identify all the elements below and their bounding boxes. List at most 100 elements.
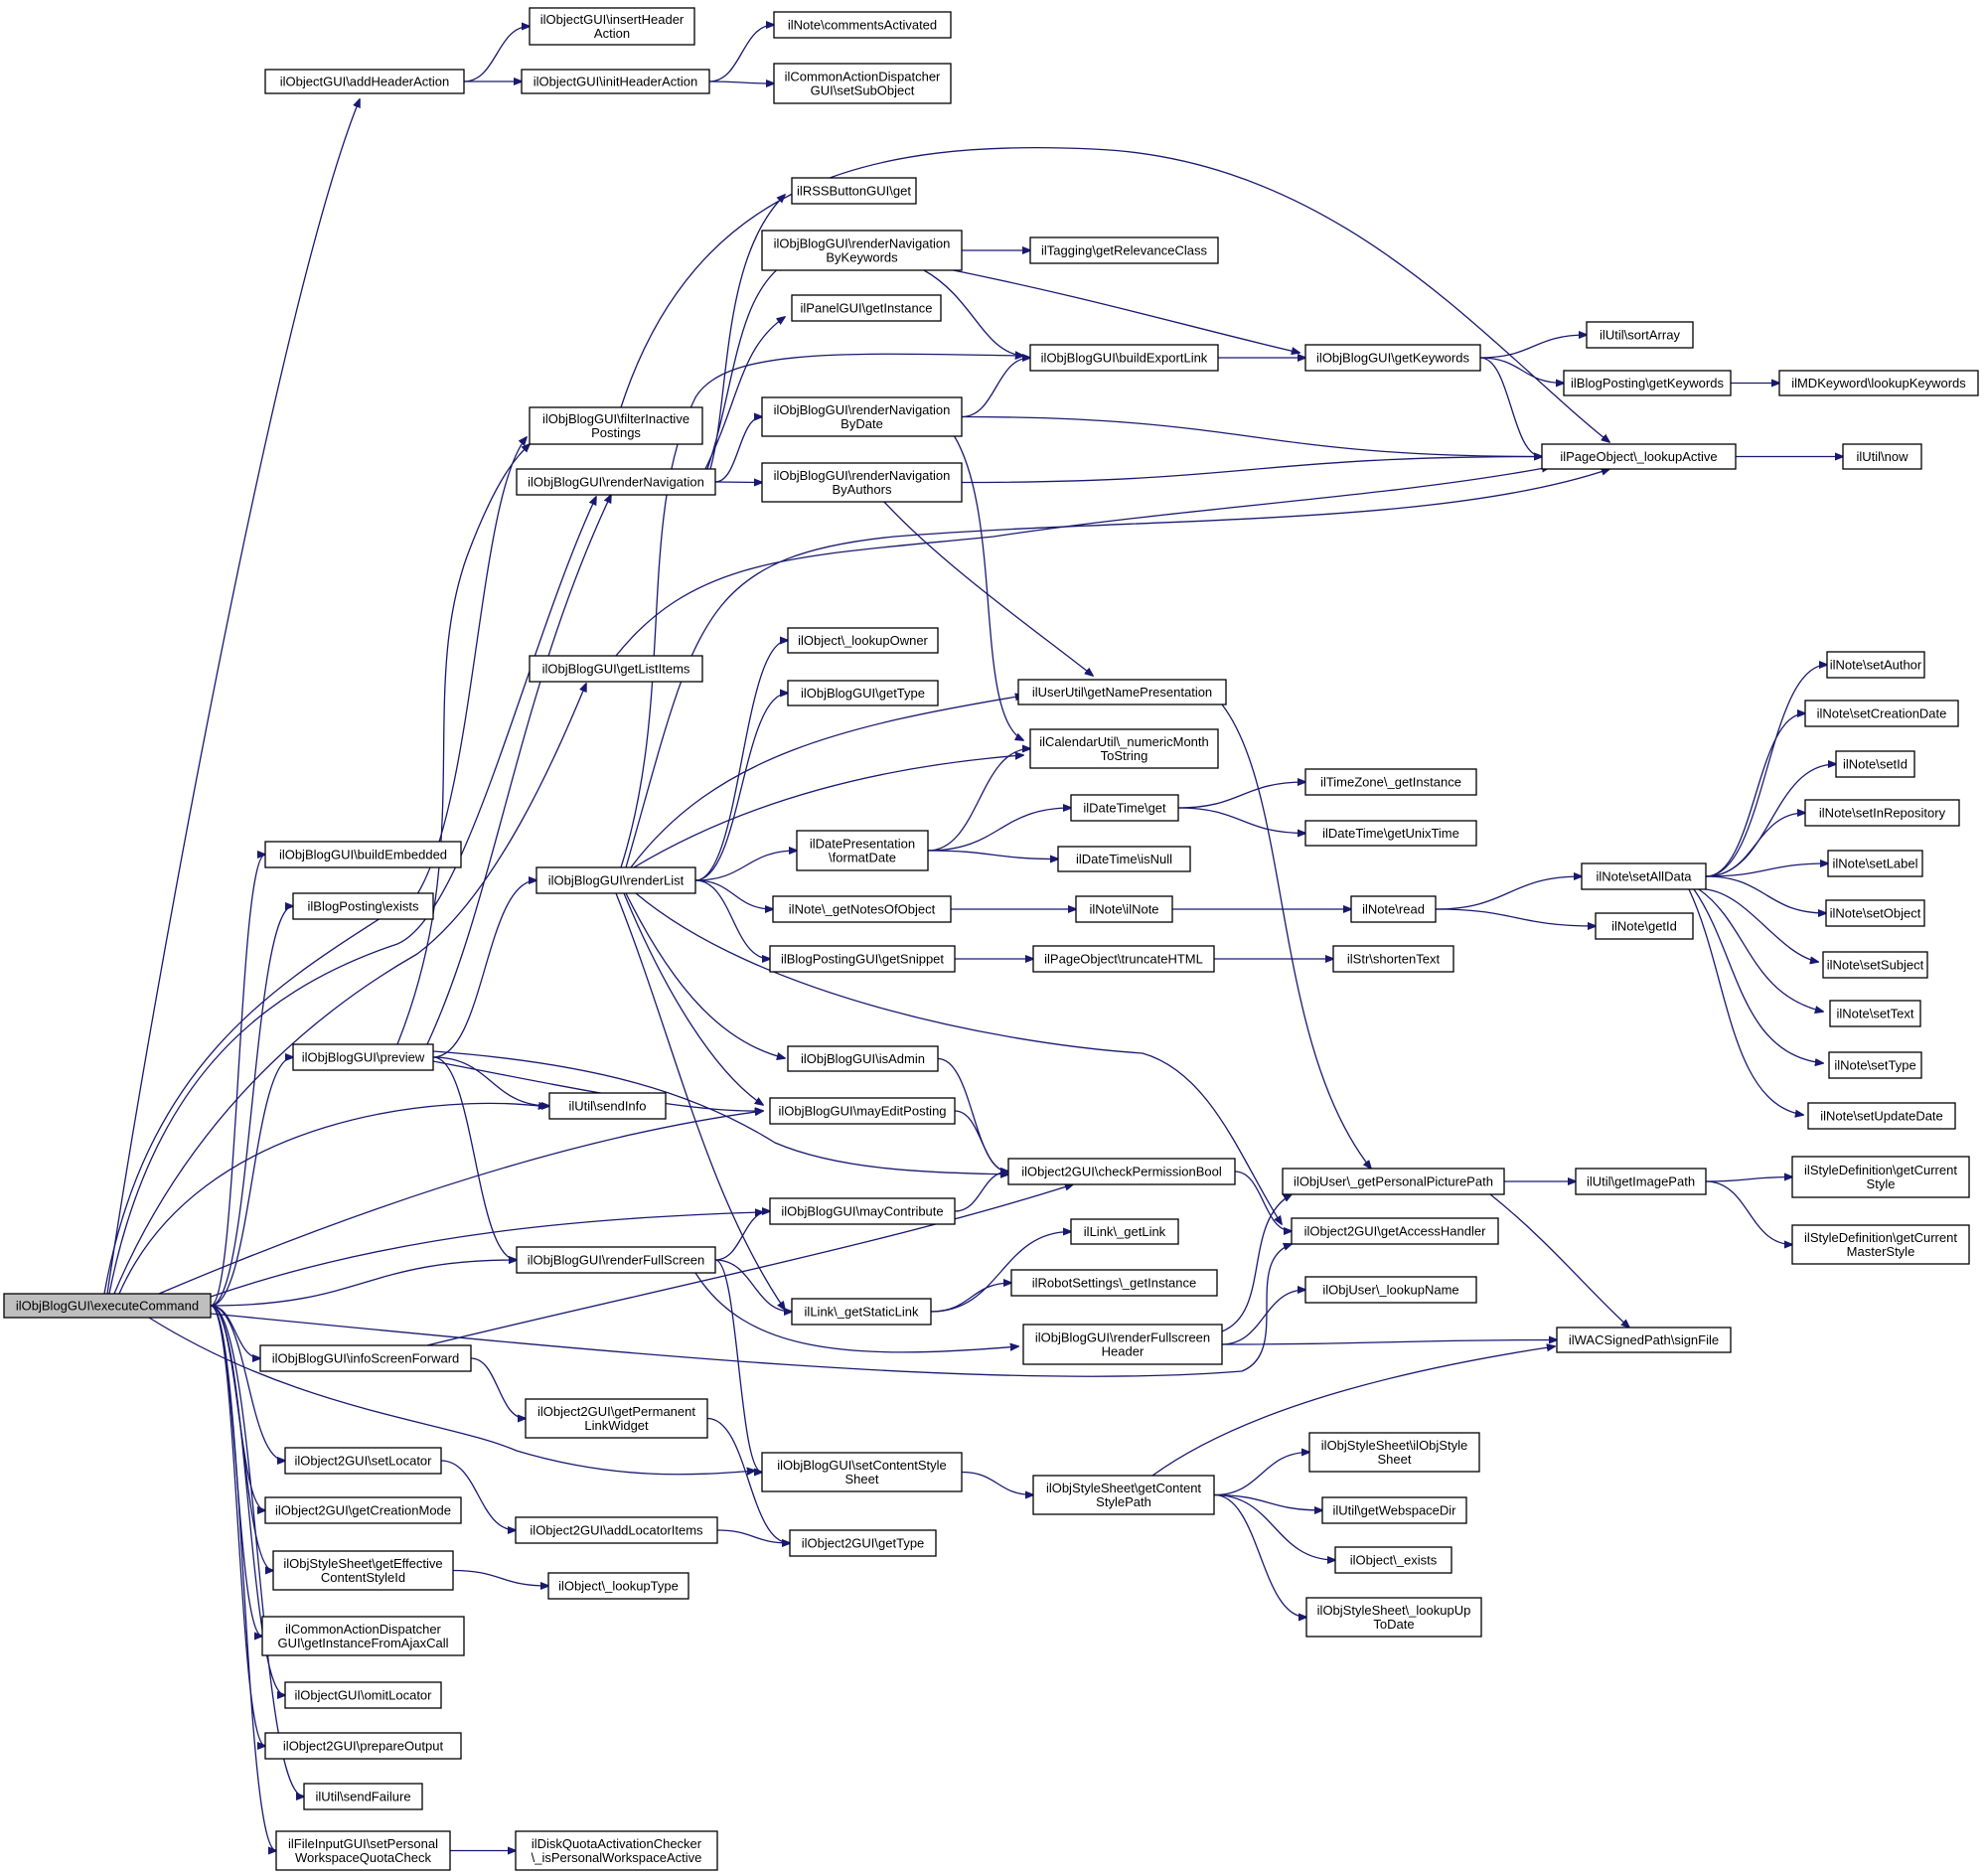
node-label: ilObjBlogGUI\mayEditPosting [778, 1104, 946, 1119]
node-noteRead[interactable]: ilNote\read [1350, 895, 1437, 923]
node-setUpdateDate[interactable]: ilNote\setUpdateDate [1807, 1102, 1956, 1130]
node-getNamePresentation[interactable]: ilUserUtil\getNamePresentation [1017, 679, 1227, 705]
node-getSnippet[interactable]: ilBlogPostingGUI\getSnippet [769, 945, 956, 973]
node-panelGetInstance[interactable]: ilPanelGUI\getInstance [791, 294, 942, 322]
node-getCreationMode[interactable]: ilObject2GUI\getCreationMode [264, 1496, 462, 1524]
node-isNull[interactable]: ilDateTime\isNull [1057, 846, 1191, 872]
node-infoScreenForward[interactable]: ilObjBlogGUI\infoScreenForward [259, 1344, 472, 1372]
node-postingExists[interactable]: ilBlogPosting\exists [292, 892, 434, 920]
node-postingGetKeywords[interactable]: ilBlogPosting\getKeywords [1563, 370, 1732, 396]
node-formatDate[interactable]: ilDatePresentation\formatDate [796, 830, 929, 871]
edge-setAllData-to-setObject [1705, 875, 1826, 913]
node-renderFullScreen[interactable]: ilObjBlogGUI\renderFullScreen [516, 1246, 716, 1274]
edge-executeCommand-to-setLocator [210, 1305, 285, 1461]
node-sendInfo[interactable]: ilUtil\sendInfo [548, 1092, 667, 1120]
node-blogGetKeywords[interactable]: ilObjBlogGUI\getKeywords [1304, 344, 1481, 372]
node-signFile[interactable]: ilWACSignedPath\signFile [1556, 1327, 1732, 1353]
node-rssGet[interactable]: ilRSSButtonGUI\get [791, 177, 917, 205]
node-dtGet[interactable]: ilDateTime\get [1070, 794, 1179, 822]
node-setInRepository[interactable]: ilNote\setInRepository [1804, 799, 1960, 827]
node-sortArray[interactable]: ilUtil\sortArray [1586, 321, 1694, 349]
edge-getListItems-to-lookupActive [615, 467, 1550, 657]
node-label: ilLink\_getStaticLink [805, 1305, 919, 1320]
node-getListItems[interactable]: ilObjBlogGUI\getListItems [529, 655, 703, 683]
node-shortenText[interactable]: ilStr\shortenText [1332, 945, 1454, 973]
node-objectExists[interactable]: ilObject\_exists [1334, 1546, 1452, 1574]
node-utilNow[interactable]: ilUtil\now [1842, 443, 1922, 470]
node-getImagePath[interactable]: ilUtil\getImagePath [1575, 1168, 1707, 1195]
node-buildEmbedded[interactable]: ilObjBlogGUI\buildEmbedded [264, 841, 462, 868]
node-mayEditPosting[interactable]: ilObjBlogGUI\mayEditPosting [769, 1097, 956, 1125]
edge-infoScreenForward-to-permanentLinkWidget [470, 1357, 526, 1419]
node-noteGetId[interactable]: ilNote\getId [1595, 912, 1694, 940]
node-isPersonalWorkspaceActive[interactable]: ilDiskQuotaActivationChecker\_isPersonal… [515, 1830, 718, 1871]
node-setAllData[interactable]: ilNote\setAllData [1581, 862, 1707, 890]
node-setType[interactable]: ilNote\setType [1828, 1051, 1922, 1079]
node-box [1321, 1496, 1467, 1524]
node-lookupActive[interactable]: ilPageObject\_lookupActive [1541, 443, 1737, 470]
node-buildExportLink[interactable]: ilObjBlogGUI\buildExportLink [1029, 344, 1219, 372]
node-renderList[interactable]: ilObjBlogGUI\renderList [535, 866, 696, 894]
node-label: ilNote\getId [1611, 919, 1677, 934]
node-setId[interactable]: ilNote\setId [1835, 750, 1915, 778]
node-ilObjStyleSheetCtor[interactable]: ilObjStyleSheet\ilObjStyleSheet [1308, 1432, 1480, 1473]
node-commentsActivated[interactable]: ilNote\commentsActivated [773, 11, 952, 39]
node-getPersonalPicturePath[interactable]: ilObjUser\_getPersonalPicturePath [1282, 1168, 1505, 1195]
node-getWebspaceDir[interactable]: ilUtil\getWebspaceDir [1321, 1496, 1467, 1524]
node-setSubject[interactable]: ilNote\setSubject [1822, 951, 1928, 979]
node-addLocatorItems[interactable]: ilObject2GUI\addLocatorItems [515, 1516, 718, 1544]
node-getEffectiveContentStyleId[interactable]: ilObjStyleSheet\getEffectiveContentStyle… [272, 1550, 454, 1591]
node-setText[interactable]: ilNote\setText [1829, 1000, 1921, 1027]
node-setCreationDate[interactable]: ilNote\setCreationDate [1804, 700, 1959, 727]
node-setLabel[interactable]: ilNote\setLabel [1827, 850, 1923, 877]
node-getRelevanceClass[interactable]: ilTagging\getRelevanceClass [1029, 236, 1219, 264]
node-lookupOwner[interactable]: ilObject\_lookupOwner [787, 627, 939, 654]
node-ilNoteCtor[interactable]: ilNote\ilNote [1075, 895, 1173, 923]
node-getLink[interactable]: ilLink\_getLink [1070, 1218, 1179, 1245]
node-tzGetInstance[interactable]: ilTimeZone\_getInstance [1304, 768, 1477, 796]
node-checkPermissionBool[interactable]: ilObject2GUI\checkPermissionBool [1007, 1158, 1236, 1185]
node-sendFailure[interactable]: ilUtil\sendFailure [303, 1783, 423, 1810]
node-omitLocator[interactable]: ilObjectGUI\omitLocator [284, 1681, 442, 1709]
node-initHeaderAction[interactable]: ilObjectGUI\initHeaderAction [521, 69, 710, 94]
node-mayContribute[interactable]: ilObjBlogGUI\mayContribute [769, 1197, 956, 1225]
node-setObject[interactable]: ilNote\setObject [1825, 899, 1925, 927]
node-prepareOutput[interactable]: ilObject2GUI\prepareOutput [264, 1732, 462, 1760]
node-label: ilUtil\sendFailure [315, 1790, 410, 1804]
node-getStaticLink[interactable]: ilLink\_getStaticLink [791, 1298, 932, 1326]
node-box [547, 1572, 689, 1600]
node-getAccessHandler[interactable]: ilObject2GUI\getAccessHandler [1291, 1217, 1499, 1245]
node-getNotesOfObject[interactable]: ilNote\_getNotesOfObject [772, 895, 952, 923]
node-getInstanceFromAjaxCall[interactable]: ilCommonActionDispatcherGUI\getInstanceF… [261, 1616, 465, 1656]
node-lookupType[interactable]: ilObject\_lookupType [547, 1572, 689, 1600]
node-robotGetInstance[interactable]: ilRobotSettings\_getInstance [1010, 1269, 1218, 1297]
node-executeCommand[interactable]: ilObjBlogGUI\executeCommand [3, 1293, 212, 1319]
node-truncateHTML[interactable]: ilPageObject\truncateHTML [1032, 945, 1215, 973]
node-getUnixTime[interactable]: ilDateTime\getUnixTime [1304, 820, 1477, 847]
node-blogGetType[interactable]: ilObjBlogGUI\getType [787, 680, 939, 706]
node-setPersonalWorkspaceQuotaCheck[interactable]: ilFileInputGUI\setPersonalWorkspaceQuota… [275, 1830, 451, 1871]
node-lookupKeywords[interactable]: ilMDKeyword\lookupKeywords [1778, 370, 1979, 396]
node-lookupName[interactable]: ilObjUser\_lookupName [1304, 1276, 1477, 1304]
node-setAuthor[interactable]: ilNote\setAuthor [1826, 651, 1925, 679]
node-addHeaderAction[interactable]: ilObjectGUI\addHeaderAction [264, 69, 465, 94]
node-setLocator[interactable]: ilObject2GUI\setLocator [284, 1447, 442, 1475]
node-preview[interactable]: ilObjBlogGUI\preview [292, 1043, 434, 1071]
node-obj2GetType[interactable]: ilObject2GUI\getType [789, 1529, 937, 1557]
node-isAdmin[interactable]: ilObjBlogGUI\isAdmin [787, 1045, 939, 1072]
node-renderNavigation[interactable]: ilObjBlogGUI\renderNavigation [516, 468, 716, 496]
